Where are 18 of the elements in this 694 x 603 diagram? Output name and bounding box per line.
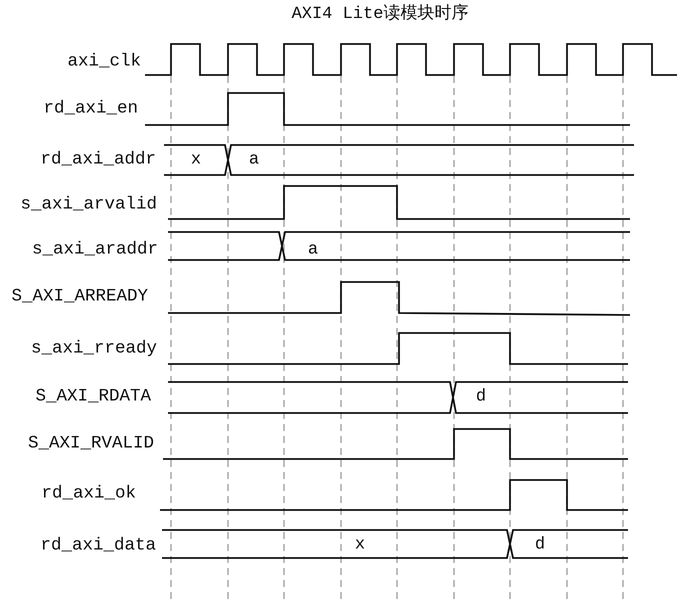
signal-name: s_axi_arvalid — [20, 195, 157, 215]
signal-name: rd_axi_en — [43, 99, 138, 119]
signal-name: rd_axi_data — [40, 536, 156, 556]
signal-name: axi_clk — [67, 52, 141, 72]
bus-value: d — [534, 536, 546, 556]
signal-name: S_AXI_RVALID — [28, 434, 154, 454]
bus-value: d — [476, 388, 486, 408]
bus-value: x — [354, 536, 366, 556]
signal-name: S_AXI_RDATA — [35, 387, 151, 407]
signal-name: s_axi_araddr — [32, 240, 158, 260]
bus-value: x — [190, 152, 202, 170]
signal-name: s_axi_rready — [30, 339, 157, 359]
signal-name: rd_axi_addr — [40, 150, 156, 170]
bus-value: a — [248, 152, 260, 170]
bus-value: a — [308, 242, 318, 260]
signal-name: rd_axi_ok — [41, 484, 136, 504]
signal-name: S_AXI_ARREADY — [11, 287, 148, 307]
diagram-title: AXI4 Lite读模块时序 — [290, 2, 470, 24]
